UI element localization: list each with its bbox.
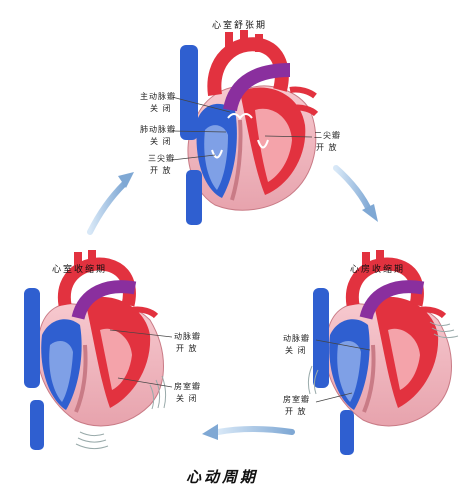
cycle-arrow-left-up — [87, 172, 134, 235]
label-left-av-valve: 房室瓣 — [174, 382, 201, 391]
label-aortic-valve-state: 关 闭 — [150, 104, 172, 113]
label-left-av-valve-state: 关 闭 — [176, 394, 198, 403]
label-right-arterial-valve: 动脉瓣 — [283, 334, 310, 343]
label-right-arterial-valve-state: 关 闭 — [285, 346, 307, 355]
label-pulmonary-valve-state: 关 闭 — [150, 137, 172, 146]
label-mitral-valve: 二尖瓣 — [314, 131, 341, 140]
label-right-av-valve-state: 开 放 — [285, 407, 307, 416]
left-motion-lines — [75, 375, 167, 450]
label-left-arterial-valve-state: 开 放 — [176, 344, 198, 353]
heart-diastole — [180, 30, 319, 225]
diagram-caption: 心动周期 — [186, 468, 259, 486]
title-diastole: 心室舒张期 — [212, 21, 268, 31]
cycle-arrow-top-right — [333, 165, 378, 222]
label-left-arterial-valve: 动脉瓣 — [174, 332, 201, 341]
label-tricuspid-valve: 三尖瓣 — [148, 154, 175, 163]
cycle-arrow-bottom — [202, 424, 295, 440]
heart-ventricular-systole — [24, 250, 164, 450]
heart-atrial-systole — [313, 250, 452, 455]
right-leader-lines — [315, 339, 371, 403]
right-motion-lines — [307, 321, 459, 395]
label-tricuspid-valve-state: 开 放 — [150, 166, 172, 175]
label-pulmonary-valve: 肺动脉瓣 — [140, 125, 176, 134]
label-aortic-valve: 主动脉瓣 — [140, 92, 176, 101]
label-right-av-valve: 房室瓣 — [283, 395, 310, 404]
left-leader-lines — [109, 329, 173, 388]
top-leader-lines — [171, 96, 313, 161]
label-mitral-valve-state: 开 放 — [316, 143, 338, 152]
title-atrial-systole: 心房收缩期 — [350, 265, 406, 275]
title-ventricular-systole: 心室收缩期 — [52, 265, 108, 275]
